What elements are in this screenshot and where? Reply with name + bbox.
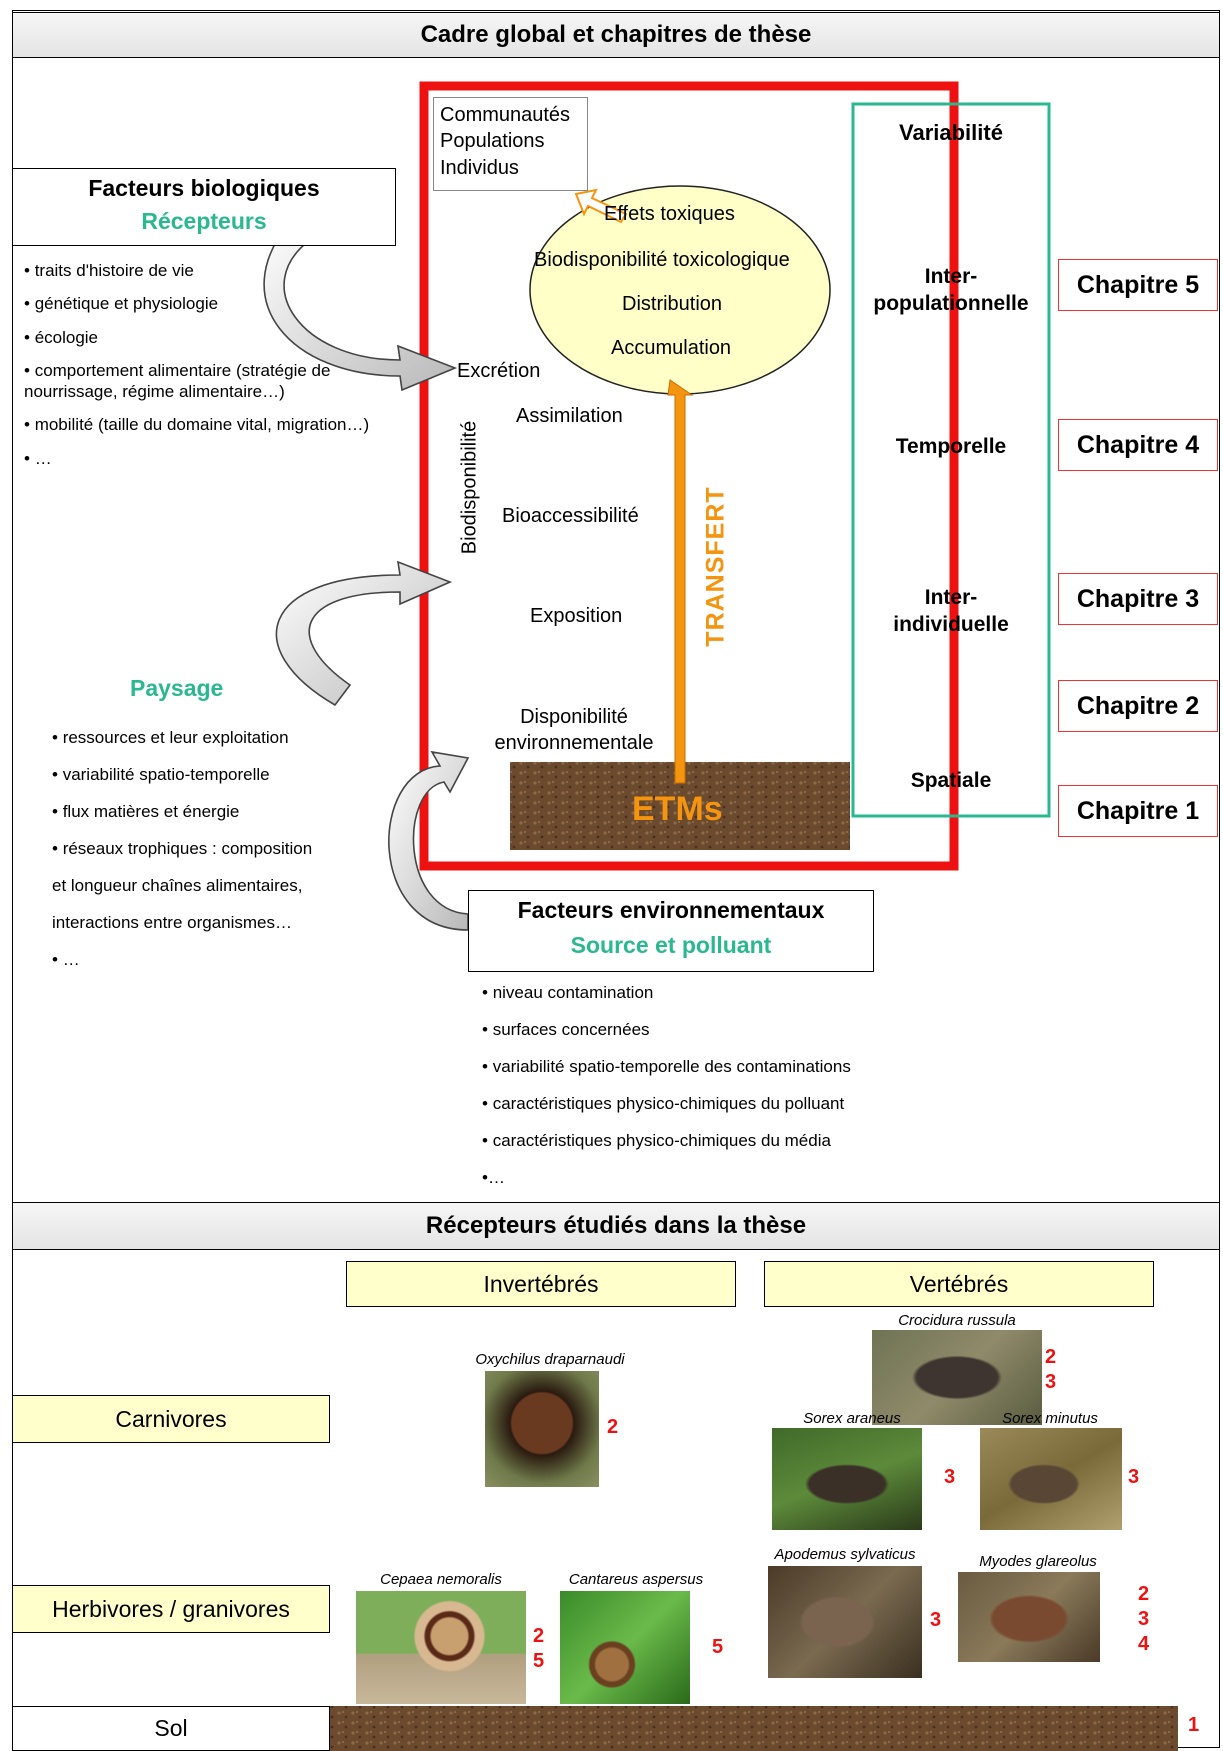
list-item: • … xyxy=(52,950,80,969)
bio-subtitle: Récepteurs xyxy=(141,208,267,234)
list-item: • variabilité spatio-temporelle des cont… xyxy=(482,1057,851,1076)
species-name: Myodes glareolus xyxy=(979,1553,1097,1570)
level-individus: Individus xyxy=(440,156,519,179)
photo-oxychilus xyxy=(485,1371,599,1487)
process-disponibilite: Disponibilité environnementale xyxy=(494,706,654,754)
row-carnivores: Carnivores xyxy=(12,1395,330,1443)
list-item: • mobilité (taille du domaine vital, mig… xyxy=(24,415,370,435)
list-item: • variabilité spatio-temporelle xyxy=(52,765,270,784)
chapitre-1: Chapitre 1 xyxy=(1058,785,1218,837)
transfer-arrow xyxy=(667,379,694,784)
levels-box: Communautés Populations Individus xyxy=(433,97,588,191)
bottom-title: Récepteurs étudiés dans la thèse xyxy=(12,1202,1220,1250)
env-arrow xyxy=(388,750,470,931)
env-list: • niveau contamination • surfaces concer… xyxy=(482,982,942,1204)
process-excretion: Excrétion xyxy=(457,360,541,382)
variabilite-temporelle: Temporelle xyxy=(895,435,1007,458)
species-chapters: 3 xyxy=(930,1609,942,1631)
species-name: Oxychilus draparnaudi xyxy=(475,1351,625,1368)
paysage-title: Paysage xyxy=(130,675,224,701)
bio-arrow xyxy=(263,220,458,392)
paysage-arrow xyxy=(275,560,453,707)
list-item: • écologie xyxy=(24,327,99,347)
bio-box: Facteurs biologiques Récepteurs xyxy=(12,168,396,246)
list-item: et longueur chaînes alimentaires, xyxy=(52,876,303,895)
variabilite-interind: Inter- individuelle xyxy=(893,586,1009,637)
list-item: •… xyxy=(482,1168,505,1187)
group-vertebres: Vertébrés xyxy=(764,1261,1154,1307)
photo-myodes xyxy=(958,1572,1100,1662)
red-frame xyxy=(419,81,959,871)
photo-sorex-minutus xyxy=(980,1428,1122,1530)
photo-cantareus xyxy=(560,1591,690,1704)
list-item: • comportement alimentaire (stratégie de… xyxy=(24,360,331,401)
photo-sorex-araneus xyxy=(772,1428,922,1530)
level-communautes: Communautés xyxy=(440,104,571,126)
sol-strip xyxy=(330,1706,1178,1751)
process-assimilation: Assimilation xyxy=(516,405,623,427)
env-title: Facteurs environnementaux xyxy=(517,897,825,923)
photo-crocidura xyxy=(872,1330,1042,1425)
list-item: • caractéristiques physico-chimiques du … xyxy=(482,1131,831,1150)
list-item: • surfaces concernées xyxy=(482,1020,650,1039)
list-item: • caractéristiques physico-chimiques du … xyxy=(482,1094,845,1113)
variabilite-title: Variabilité xyxy=(899,120,1003,145)
photo-cepaea xyxy=(356,1591,526,1704)
ellipse-accumulation: Accumulation xyxy=(611,337,732,359)
level-populations: Populations xyxy=(440,130,545,153)
chapitre-2: Chapitre 2 xyxy=(1058,680,1218,732)
species-name: Sorex araneus xyxy=(803,1410,901,1427)
bio-list: • traits d'histoire de vie • génétique e… xyxy=(24,260,394,481)
ellipse-distribution: Distribution xyxy=(622,293,723,315)
list-item: • niveau contamination xyxy=(482,983,654,1002)
etms-label: ETMs xyxy=(632,790,723,828)
env-subtitle: Source et polluant xyxy=(570,932,772,958)
species-chapters: 3 xyxy=(1128,1466,1140,1488)
env-box: Facteurs environnementaux Source et poll… xyxy=(468,890,874,972)
teal-frame xyxy=(851,102,1051,818)
chapitre-4: Chapitre 4 xyxy=(1058,419,1218,471)
list-item: • ressources et leur exploitation xyxy=(52,728,289,747)
list-item: • réseaux trophiques : composition xyxy=(52,839,313,858)
species-name: Cepaea nemoralis xyxy=(380,1571,502,1588)
top-title: Cadre global et chapitres de thèse xyxy=(12,12,1220,58)
species-chapters: 5 xyxy=(712,1636,724,1658)
species-name: Sorex minutus xyxy=(1002,1410,1098,1427)
biodisponibilite-vertical: Biodisponibilité xyxy=(458,420,481,555)
effects-arrow xyxy=(574,188,628,224)
group-invertebres: Invertébrés xyxy=(346,1261,736,1307)
paysage-list: • ressources et leur exploitation • vari… xyxy=(52,727,422,986)
chapitre-5: Chapitre 5 xyxy=(1058,259,1218,311)
list-item: interactions entre organismes… xyxy=(52,913,293,932)
ellipse-biodisponibilite-tox: Biodisponibilité toxicologique xyxy=(534,249,790,271)
species-chapters: 3 xyxy=(944,1466,956,1488)
process-bioaccessibilite: Bioaccessibilité xyxy=(502,505,639,527)
row-herbivores: Herbivores / granivores xyxy=(12,1585,330,1633)
transfert-label: TRANSFERT xyxy=(701,486,730,647)
variabilite-spatiale: Spatiale xyxy=(910,769,992,792)
row-sol: Sol xyxy=(12,1706,330,1751)
chapitre-3: Chapitre 3 xyxy=(1058,573,1218,625)
list-item: • traits d'histoire de vie xyxy=(24,261,194,280)
species-name: Apodemus sylvaticus xyxy=(774,1546,916,1563)
ellipse-effets: Effets toxiques xyxy=(604,203,735,225)
species-chapters: 2 xyxy=(607,1416,619,1438)
species-name: Cantareus aspersus xyxy=(568,1571,704,1588)
variabilite-interpop: Inter- populationnelle xyxy=(873,265,1029,316)
list-item: • … xyxy=(24,448,52,468)
list-item: • génétique et physiologie xyxy=(24,294,219,314)
process-exposition: Exposition xyxy=(530,605,623,627)
photo-apodemus xyxy=(768,1566,922,1678)
bio-title: Facteurs biologiques xyxy=(88,175,320,201)
species-name: Crocidura russula xyxy=(898,1312,1016,1329)
sol-chapter: 1 xyxy=(1188,1714,1200,1736)
list-item: • flux matières et énergie xyxy=(52,802,240,821)
